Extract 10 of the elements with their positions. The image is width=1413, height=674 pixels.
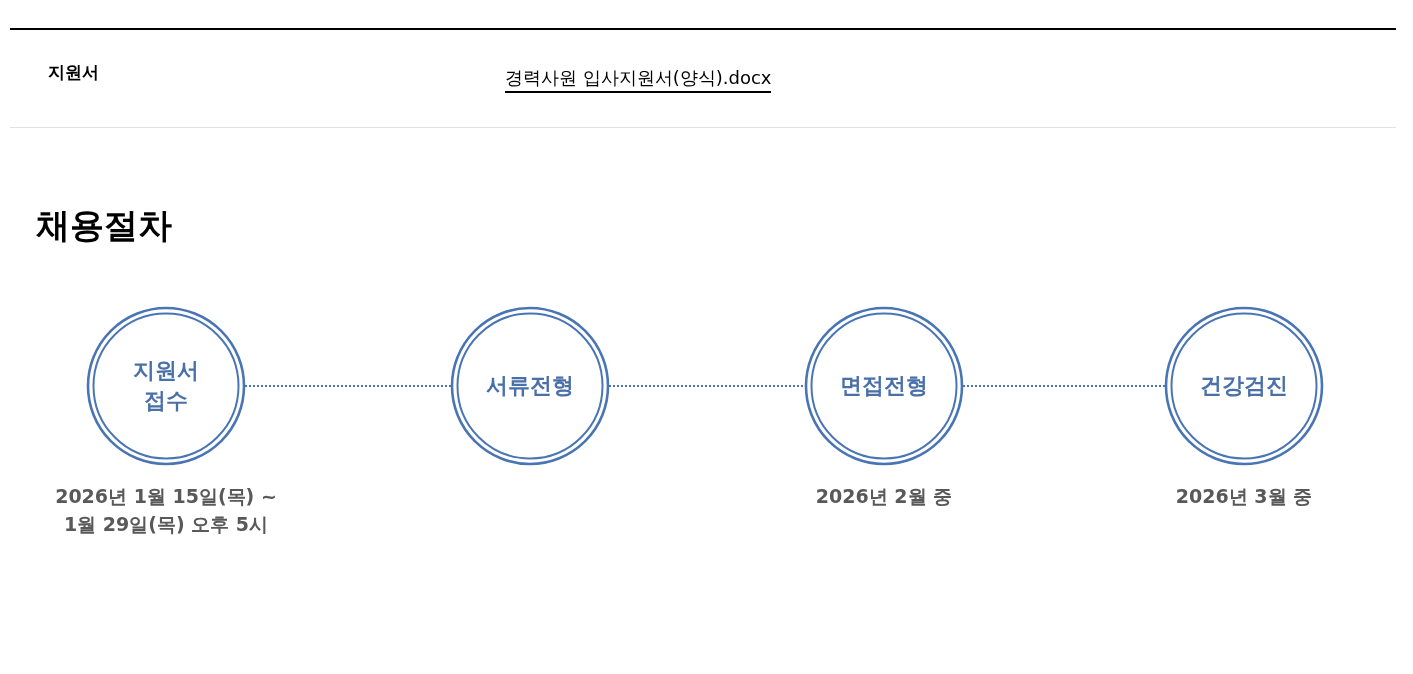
date-text: 2026년 3월 중 xyxy=(1174,484,1314,509)
date-text: 2026년 1월 15일(목) ~ 1월 29일(목) 오후 5시 xyxy=(54,484,278,537)
step-circle: 건강검진 xyxy=(1164,306,1324,466)
date-text: 2026년 2월 중 xyxy=(814,484,954,509)
section-heading: 채용절차 xyxy=(36,204,172,247)
step-circle: 서류전형 xyxy=(450,306,610,466)
step-circle: 지원서 접수 xyxy=(86,306,246,466)
step-circle: 면접전형 xyxy=(804,306,964,466)
file-link: 경력사원 입사지원서(양식).docx xyxy=(505,66,772,93)
field-label: 지원서 xyxy=(48,61,99,84)
